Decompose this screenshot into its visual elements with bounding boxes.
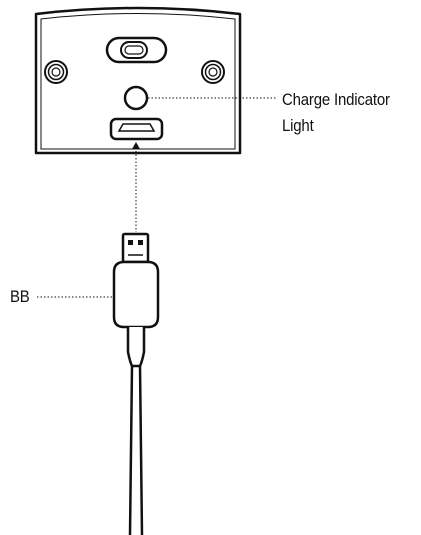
- device-base-inner-edge: [40, 13, 236, 150]
- charge-indicator-label-line2: Light: [282, 116, 314, 135]
- charge-indicator-light: [123, 85, 149, 111]
- charge-indicator-label: Charge Indicator: [282, 90, 390, 109]
- usb-strain-relief: [126, 327, 146, 368]
- usb-plug-body: [112, 260, 160, 329]
- micro-usb-port: [109, 117, 164, 141]
- insert-arrow-icon: [132, 142, 140, 149]
- slide-switch: [105, 36, 168, 64]
- device-base: [34, 6, 242, 155]
- left-screw-icon: [44, 60, 68, 84]
- usb-cable: [128, 365, 144, 535]
- right-screw-icon: [201, 60, 225, 84]
- micro-usb-plug-tip: [121, 232, 150, 264]
- bb-label: BB: [10, 287, 30, 306]
- device-base-outline: [34, 6, 242, 155]
